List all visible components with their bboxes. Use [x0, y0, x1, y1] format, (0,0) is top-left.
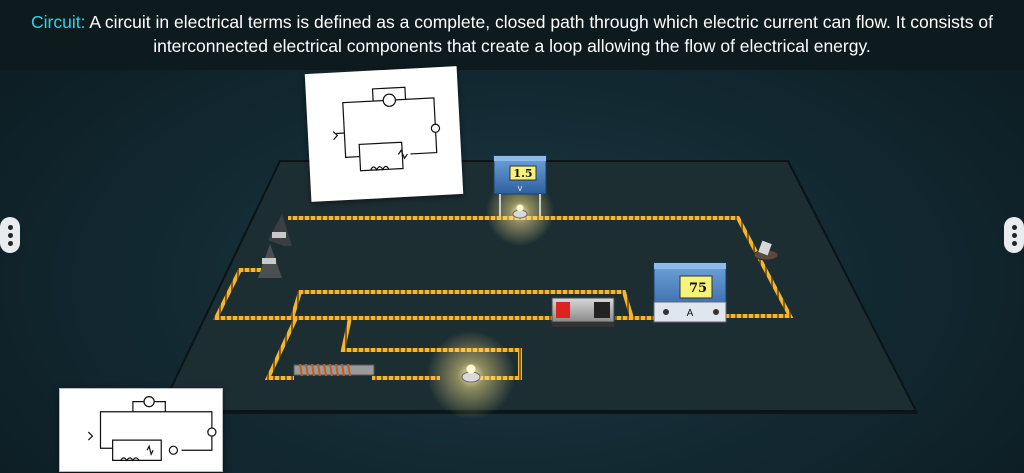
resistor-coil[interactable]	[293, 363, 375, 377]
voltmeter[interactable]: 1.5 V	[493, 155, 547, 216]
battery[interactable]	[551, 297, 615, 327]
voltmeter-symbol: V	[518, 186, 523, 193]
knife-switch[interactable]	[258, 214, 292, 278]
voltmeter-reading: 1.5	[513, 167, 532, 180]
bulb-top	[512, 204, 528, 219]
ammeter[interactable]: 75 A	[653, 262, 727, 323]
caption-text: A circuit in electrical terms is defined…	[85, 12, 993, 56]
ammeter-symbol: A	[687, 308, 694, 319]
circuit-diagram-thumbnail[interactable]	[59, 388, 223, 472]
ammeter-reading: 75	[689, 281, 707, 296]
vertical-dots-icon	[7, 224, 13, 230]
caption-bar: Circuit: A circuit in electrical terms i…	[0, 0, 1024, 70]
circuit-diagram-thumbnail-icon	[87, 395, 217, 462]
vertical-dots-icon	[1011, 224, 1017, 230]
bulb-bottom[interactable]	[461, 364, 481, 383]
left-menu-button[interactable]	[0, 217, 20, 253]
circuit-diagram-card	[304, 66, 464, 202]
circuit-diagram-icon	[332, 86, 441, 172]
plug-key[interactable]	[753, 240, 779, 261]
caption-term: Circuit:	[31, 12, 86, 32]
right-menu-button[interactable]	[1004, 217, 1024, 253]
